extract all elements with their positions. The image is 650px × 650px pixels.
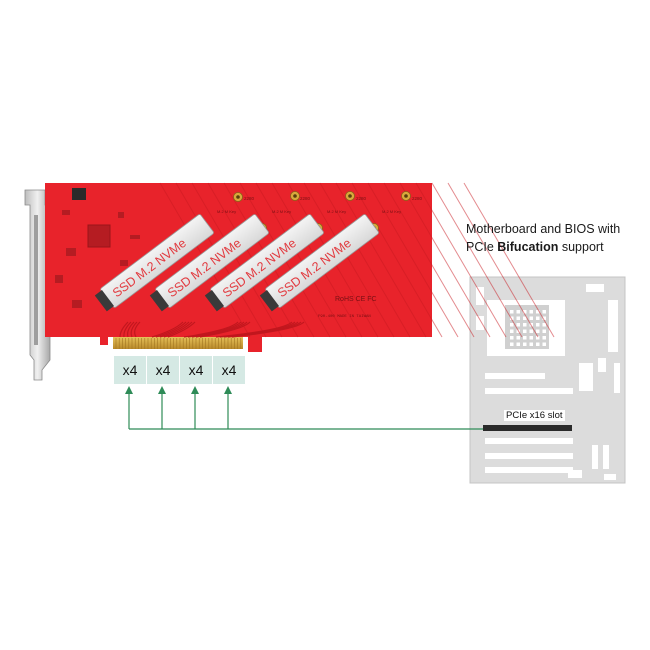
lane-arrow-1	[125, 386, 133, 394]
jumper-header	[72, 188, 86, 200]
pcie-slot-label: PCIe x16 slot	[504, 410, 565, 421]
caption-line-2: PCIe Bifucation support	[466, 238, 646, 256]
lane-label-3: x4	[180, 356, 212, 384]
bifurcation-caption: Motherboard and BIOS with PCIe Bifucatio…	[466, 220, 646, 256]
m2-key-label-3: M.2 M Key	[327, 209, 346, 214]
caption-suffix: support	[558, 240, 604, 254]
smd-components	[55, 210, 140, 308]
m2-size-label-1: 2280	[244, 196, 255, 201]
lane-arrow-4	[224, 386, 232, 394]
board-serial: F90-400 MADE IN TAIWAN	[318, 315, 371, 319]
caption-line-1: Motherboard and BIOS with	[466, 222, 621, 236]
m2-connector-3	[204, 290, 225, 312]
controller-chip	[87, 224, 111, 248]
lane-connectors	[125, 386, 483, 430]
lane-label-2: x4	[147, 356, 179, 384]
m2-size-label-3: 2280	[356, 196, 367, 201]
m2-connector-2	[149, 290, 170, 312]
lane-label-4: x4	[213, 356, 245, 384]
caption-bold: Bifucation	[497, 240, 559, 254]
lane-label-1: x4	[114, 356, 146, 384]
cert-marks: RoHS CE FC	[335, 296, 377, 303]
m2-size-label-2: 2280	[300, 196, 311, 201]
m2-size-label-4: 2280	[412, 196, 423, 201]
motherboard	[469, 276, 626, 484]
pcie-x16-slot	[483, 425, 572, 431]
lane-arrow-2	[158, 386, 166, 394]
gold-fingers	[113, 337, 243, 349]
m2-connector-1	[94, 290, 115, 312]
caption-prefix: PCIe	[466, 240, 498, 254]
lane-arrow-3	[191, 386, 199, 394]
pcb-traces	[119, 321, 305, 338]
m2-connector-4	[259, 290, 280, 312]
m2-key-label-1: M.2 M Key	[217, 209, 236, 214]
m2-key-label-2: M.2 M Key	[272, 209, 291, 214]
m2-key-label-4: M.2 M Key	[382, 209, 401, 214]
